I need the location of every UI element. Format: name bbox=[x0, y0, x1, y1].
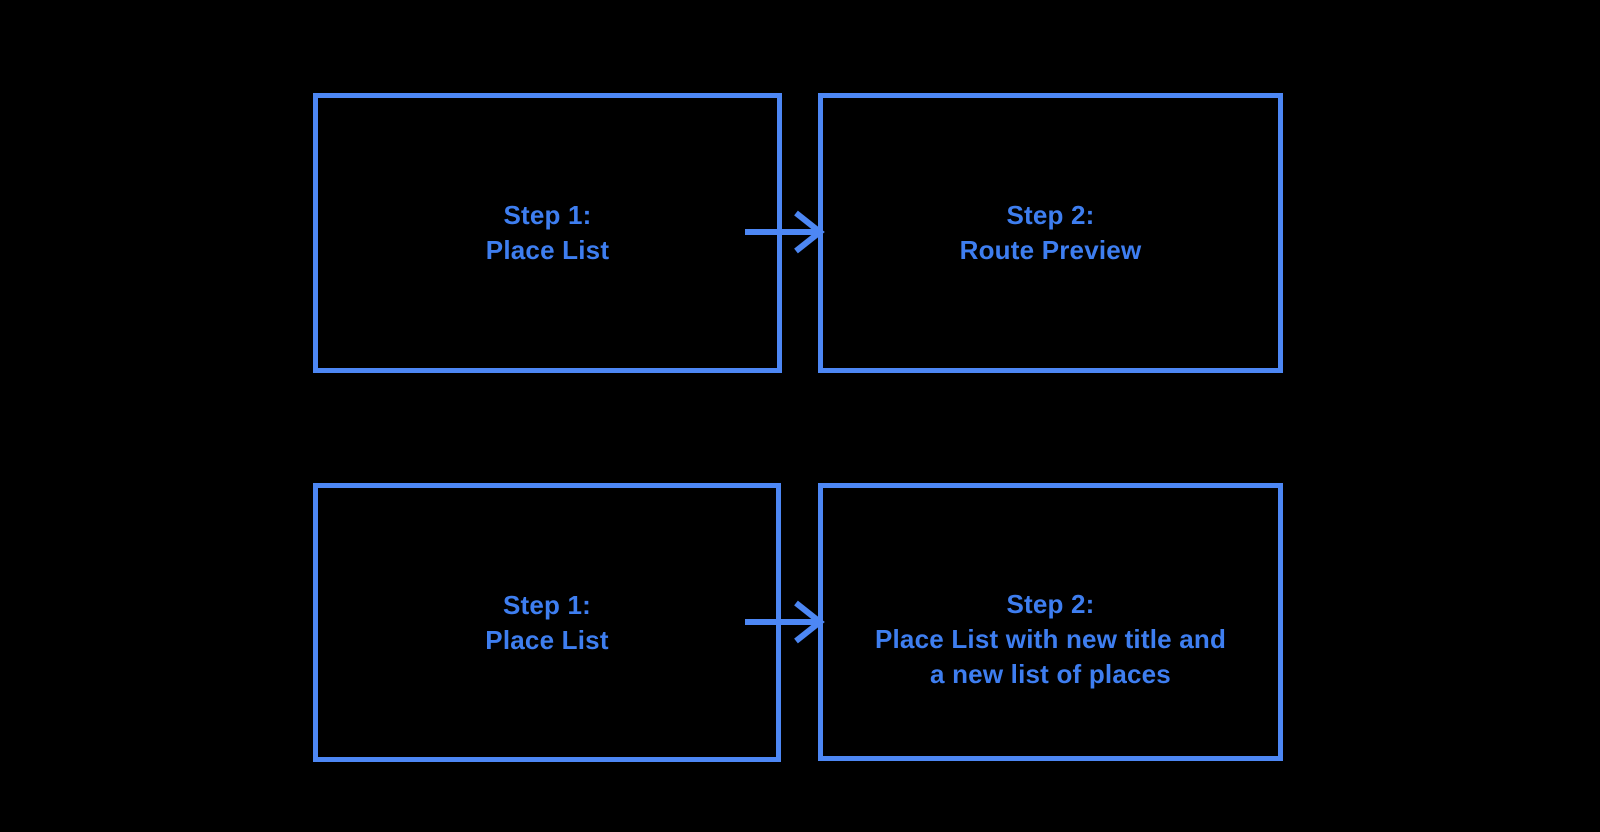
row2-step1-label: Step 1: Place List bbox=[328, 588, 766, 658]
label-line: Place List with new title and bbox=[874, 624, 1227, 654]
label-line: Step 1: bbox=[502, 589, 592, 620]
label-line: Route Preview bbox=[959, 235, 1142, 265]
row1-step1-box: Step 1: Place List bbox=[313, 93, 782, 373]
row1-step2-box: Step 2: Route Preview bbox=[818, 93, 1283, 373]
row2-step2-label: Step 2: Place List with new title and a … bbox=[833, 587, 1268, 692]
row2-step2-box: Step 2: Place List with new title and a … bbox=[818, 483, 1283, 761]
row1-step2-label: Step 2: Route Preview bbox=[833, 198, 1268, 268]
label-line: Step 1: bbox=[503, 200, 592, 230]
row2-flow-arrow-icon bbox=[745, 600, 825, 644]
row2-step1-box: Step 1: Place List bbox=[313, 483, 781, 762]
label-line: Place List bbox=[485, 235, 610, 265]
label-line: Step 2: bbox=[1006, 200, 1095, 230]
label-line: Place List bbox=[485, 624, 609, 655]
row1-step1-label: Step 1: Place List bbox=[328, 198, 767, 268]
row1-flow-arrow-icon bbox=[745, 210, 825, 254]
label-line: a new list of places bbox=[930, 659, 1171, 689]
label-line: Step 2: bbox=[1006, 589, 1095, 619]
